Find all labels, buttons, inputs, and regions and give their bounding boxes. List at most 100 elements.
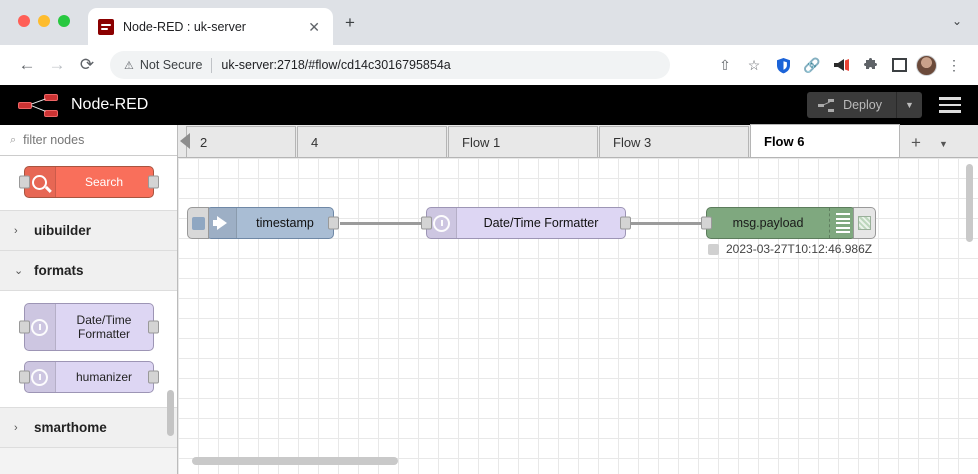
chrome-menu-icon[interactable]: ⋮ bbox=[947, 56, 961, 73]
window-controls[interactable] bbox=[18, 15, 70, 27]
tab-scroll-left-icon[interactable] bbox=[180, 133, 190, 149]
chevron-right-icon: › bbox=[14, 224, 18, 237]
palette-category-uibuilder[interactable]: › uibuilder bbox=[0, 211, 177, 251]
flow-tab-bar: 2 4 Flow 1 Flow 3 Flow 6 + ▼ bbox=[178, 124, 978, 158]
node-input-port[interactable] bbox=[18, 370, 30, 384]
node-red-favicon bbox=[98, 18, 114, 35]
sidebar-square-icon[interactable] bbox=[887, 53, 911, 77]
app-header: Node-RED Deploy ▼ bbox=[0, 85, 978, 125]
node-output-port[interactable] bbox=[147, 320, 159, 334]
palette-section-formats: Date/Time Formatter humanizer bbox=[0, 291, 177, 408]
omnibox-divider bbox=[211, 57, 213, 73]
palette-category-formats[interactable]: ⌄ formats bbox=[0, 251, 177, 291]
add-flow-button[interactable]: + bbox=[911, 133, 921, 152]
filter-nodes-input[interactable] bbox=[23, 133, 154, 147]
palette-node-search[interactable]: Search bbox=[18, 166, 159, 198]
profile-avatar[interactable] bbox=[916, 54, 937, 76]
node-input-port[interactable] bbox=[18, 175, 30, 189]
share-icon[interactable]: ⇧ bbox=[719, 56, 731, 73]
node-output-port[interactable] bbox=[328, 216, 339, 230]
debug-node-status: 2023-03-27T10:12:46.986Z bbox=[708, 242, 872, 256]
link-icon[interactable]: 🔗 bbox=[803, 56, 821, 73]
forward-icon[interactable]: → bbox=[48, 55, 66, 74]
close-window-button[interactable] bbox=[18, 15, 30, 27]
back-icon[interactable]: ← bbox=[18, 55, 36, 74]
canvas-vertical-scrollbar[interactable] bbox=[966, 164, 973, 242]
browser-tab-strip: Node-RED : uk-server ✕ + ⌄ bbox=[0, 0, 978, 45]
extensions-puzzle-icon[interactable] bbox=[858, 53, 882, 77]
clock-icon bbox=[24, 362, 56, 392]
debug-status-text: 2023-03-27T10:12:46.986Z bbox=[726, 242, 873, 256]
app-title: Node-RED bbox=[71, 96, 149, 113]
browser-tab[interactable]: Node-RED : uk-server ✕ bbox=[88, 8, 333, 45]
palette-category-label: smarthome bbox=[34, 420, 107, 435]
inject-trigger-button[interactable] bbox=[187, 207, 209, 239]
flow-node-inject-timestamp[interactable]: timestamp bbox=[187, 207, 339, 239]
flow-tab-flow-1[interactable]: Flow 1 bbox=[448, 126, 598, 157]
palette-node-label: Search bbox=[84, 175, 124, 189]
url-text: uk-server:2718/#flow/cd14c3016795854a bbox=[221, 58, 451, 72]
browser-action-icons: ⇧ ☆ 🔗 ⋮ bbox=[713, 53, 966, 77]
palette-category-label: formats bbox=[34, 263, 84, 278]
tab-list-chevron-icon[interactable]: ⌄ bbox=[951, 14, 962, 28]
debug-lines-icon bbox=[829, 208, 855, 238]
workspace: ⌕ Search › uibuilder ⌄ formats Date/Time… bbox=[0, 124, 978, 474]
node-red-logo-icon bbox=[18, 92, 62, 118]
palette-node-datetime-formatter[interactable]: Date/Time Formatter bbox=[18, 303, 159, 351]
palette-node-label: Date/Time Formatter bbox=[76, 313, 132, 341]
browser-tab-title: Node-RED : uk-server bbox=[123, 19, 246, 34]
deploy-dropdown-arrow-icon[interactable]: ▼ bbox=[896, 92, 922, 118]
bookmark-star-icon[interactable]: ☆ bbox=[747, 56, 761, 73]
new-tab-button[interactable]: + bbox=[345, 13, 355, 32]
not-secure-warning-icon: ⚠ bbox=[124, 59, 134, 72]
clock-icon bbox=[427, 208, 457, 238]
flow-node-label: msg.payload bbox=[732, 216, 804, 230]
node-output-port[interactable] bbox=[147, 370, 159, 384]
search-node-icon bbox=[24, 167, 56, 197]
deploy-control[interactable]: Deploy ▼ bbox=[807, 92, 922, 118]
flow-node-label: timestamp bbox=[256, 216, 314, 230]
megaphone-icon[interactable] bbox=[829, 53, 853, 77]
shield-icon[interactable] bbox=[771, 53, 795, 77]
flow-node-debug[interactable]: msg.payload bbox=[701, 207, 876, 239]
debug-enable-button[interactable] bbox=[853, 207, 876, 239]
maximize-window-button[interactable] bbox=[58, 15, 70, 27]
flow-tab-flow-3[interactable]: Flow 3 bbox=[599, 126, 749, 157]
palette-category-smarthome[interactable]: › smarthome bbox=[0, 408, 177, 448]
node-output-port[interactable] bbox=[620, 216, 631, 230]
node-input-port[interactable] bbox=[18, 320, 30, 334]
wire-inject-to-formatter bbox=[340, 222, 424, 225]
flow-tab-flow-6[interactable]: Flow 6 bbox=[750, 124, 900, 157]
node-output-port[interactable] bbox=[147, 175, 159, 189]
clock-icon bbox=[24, 304, 56, 350]
reload-icon[interactable]: ⟳ bbox=[79, 55, 95, 74]
flow-tab-2[interactable]: 2 bbox=[186, 126, 296, 157]
canvas-horizontal-scrollbar[interactable] bbox=[192, 457, 398, 465]
inject-arrow-icon bbox=[207, 208, 237, 238]
node-palette: ⌕ Search › uibuilder ⌄ formats Date/Time… bbox=[0, 125, 178, 474]
minimize-window-button[interactable] bbox=[38, 15, 50, 27]
flow-node-datetime-formatter[interactable]: Date/Time Formatter bbox=[421, 207, 631, 239]
browser-toolbar: ← → ⟳ ⚠ Not Secure uk-server:2718/#flow/… bbox=[0, 45, 978, 85]
wire-formatter-to-debug bbox=[630, 222, 708, 225]
palette-filter[interactable]: ⌕ bbox=[0, 125, 177, 156]
address-bar[interactable]: ⚠ Not Secure uk-server:2718/#flow/cd14c3… bbox=[110, 51, 670, 79]
palette-node-label: humanizer bbox=[75, 370, 133, 384]
palette-category-label: uibuilder bbox=[34, 223, 91, 238]
deploy-button[interactable]: Deploy bbox=[807, 92, 896, 118]
flow-editor: 2 4 Flow 1 Flow 3 Flow 6 + ▼ timestamp D… bbox=[178, 124, 978, 474]
flow-tab-4[interactable]: 4 bbox=[297, 126, 447, 157]
main-menu-icon[interactable] bbox=[939, 97, 961, 117]
palette-node-humanizer[interactable]: humanizer bbox=[18, 361, 159, 393]
palette-scrollbar[interactable] bbox=[167, 390, 174, 436]
flow-list-menu-icon[interactable]: ▼ bbox=[938, 139, 948, 149]
security-status-label: Not Secure bbox=[139, 58, 203, 72]
search-icon: ⌕ bbox=[10, 133, 17, 146]
flow-node-label: Date/Time Formatter bbox=[483, 216, 599, 230]
node-input-port[interactable] bbox=[701, 216, 712, 230]
node-input-port[interactable] bbox=[421, 216, 432, 230]
chevron-down-icon: ⌄ bbox=[14, 265, 24, 277]
flow-canvas[interactable]: timestamp Date/Time Formatter msg.payloa… bbox=[178, 158, 978, 474]
status-dot-icon bbox=[708, 243, 719, 255]
close-tab-icon[interactable]: ✕ bbox=[308, 18, 320, 35]
